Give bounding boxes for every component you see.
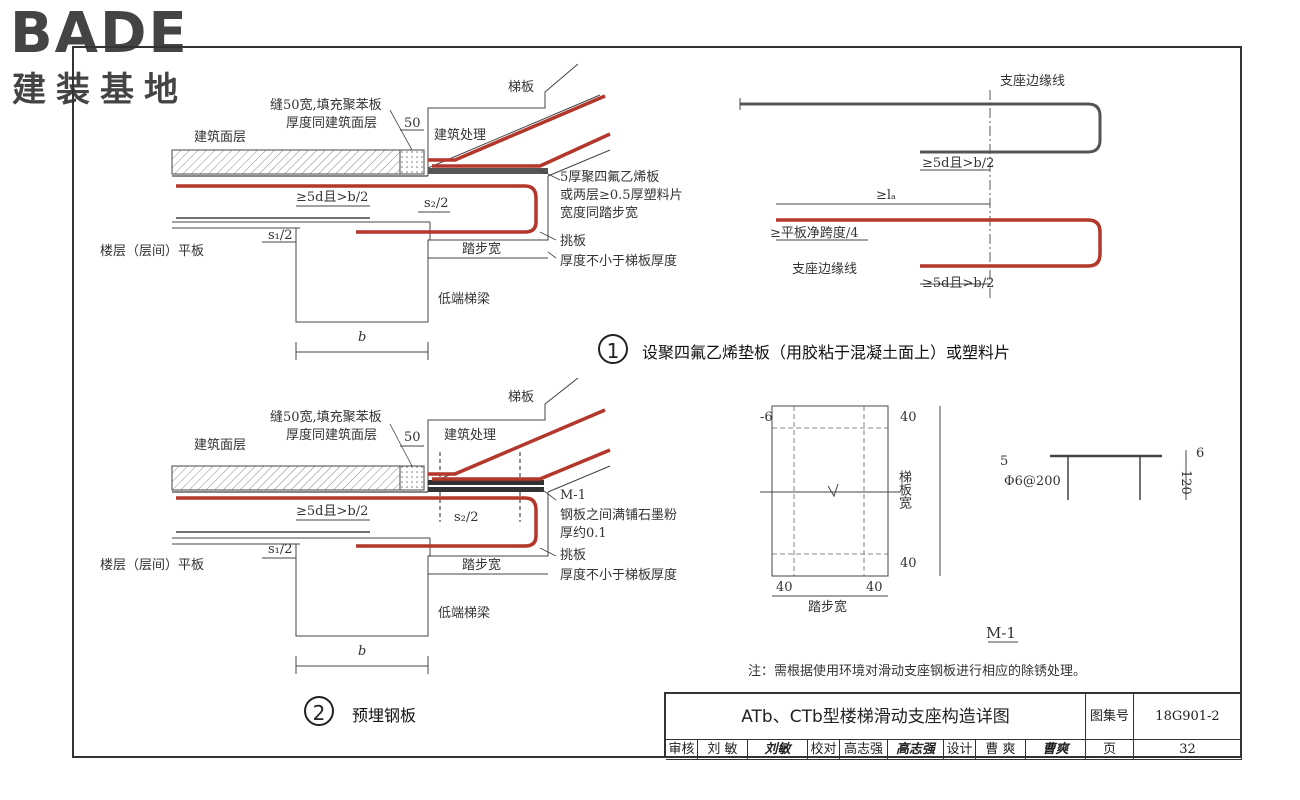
joint-filler-1 [399,149,425,175]
drawing-title: ATb、CTb型楼梯滑动支座构造详图 [666,694,1086,740]
support-edge-top: 支座边缘线 [1000,74,1066,89]
design-label: 设计 [944,740,976,760]
d2-cantilever: 挑板 [560,548,587,563]
d2-joint-line2: 厚度同建筑面层 [286,428,378,443]
d2-floor-slab: 楼层（层间）平板 [100,558,205,573]
d1-s1-dim: s₁/2 [268,228,293,243]
atlas-number: 18G901-2 [1134,694,1242,740]
detail-1-section [171,63,611,360]
d2-cantilever-note: 厚度不小于梯板厚度 [560,568,678,583]
rust-note: 注：需根据使用环境对滑动支座钢板进行相应的除锈处理。 [748,664,1087,679]
joint-filler-2 [399,465,425,491]
m1-dim40-left: 40 [776,580,793,595]
d1-caption: 设聚四氟乙烯垫板（用胶粘于混凝土面上）或塑料片 [642,343,1011,362]
d1-board-label: 梯板 [508,80,535,95]
designer-name: 曹 爽 [976,740,1026,760]
rebar-anchor-detail [739,90,1102,300]
d2-finish-layer: 建筑面层 [194,438,247,453]
support-edge-bottom: 支座边缘线 [792,262,858,277]
page-number: 32 [1134,740,1242,760]
stud-rebar: Φ6@200 [1004,474,1061,489]
stud-detail [1050,450,1187,500]
page-label: 页 [1086,740,1134,760]
d1-joint-line1: 缝50宽,填充聚苯板 [270,98,382,113]
d1-treatment: 建筑处理 [434,128,487,143]
d2-caption: 预埋钢板 [352,706,417,725]
checker-signature: 高志强 [888,740,944,760]
m1-dim40-bottom: 40 [900,556,917,571]
d1-number-circle: 1 [598,334,628,364]
m1-board-width: 梯板宽 [896,470,911,509]
m1-plate-drawing [760,405,1018,643]
rebar-anchor-bottom: ≥5d且>b/2 [922,276,995,291]
d2-step-width: 踏步宽 [462,558,502,573]
m1-title: M-1 [986,624,1016,642]
atlas-label: 图集号 [1086,694,1134,740]
title-block: ATb、CTb型楼梯滑动支座构造详图 图集号 18G901-2 审核 刘 敏 刘… [664,692,1242,760]
logo-subtitle: 建装基地 [12,70,188,110]
m1-step-width: 踏步宽 [808,600,848,615]
detail-2-section [171,377,611,674]
d1-cantilever-note: 厚度不小于梯板厚度 [560,254,678,269]
d1-dim-b: b [358,330,367,345]
d2-m1-label: M-1 [560,488,586,503]
d1-cantilever: 挑板 [560,234,587,249]
d1-finish-layer: 建筑面层 [194,130,247,145]
d1-low-beam: 低端梯梁 [438,292,491,307]
m1-dim40-top: 40 [900,410,917,425]
m1-dim40-right: 40 [866,580,883,595]
rebar-span-quarter: ≥平板净跨度/4 [770,226,859,241]
d1-ptfe-line2: 或两层≥0.5厚塑料片 [560,188,683,203]
stud-dim120: 120 [1178,470,1193,495]
d2-dim-b: b [358,644,367,659]
designer-signature: 曹爽 [1026,740,1086,760]
m1-thickness: -6 [760,410,773,425]
d2-s1-dim: s₁/2 [268,542,293,557]
drawing-frame [72,46,1242,758]
logo-brand-text: BADE [10,1,189,66]
d2-s2-dim: s₂/2 [454,510,479,525]
checker-name: 高志强 [840,740,888,760]
finish-layer-1 [171,149,401,175]
review-label: 审核 [666,740,698,760]
rebar-la: ≥lₐ [876,188,897,203]
d2-anchor-dim: ≥5d且>b/2 [296,504,369,519]
reviewer-signature: 刘敏 [748,740,808,760]
d2-graphite-line1: 钢板之间满铺石墨粉 [560,508,678,523]
reviewer-name: 刘 敏 [698,740,748,760]
d2-graphite-line2: 厚约0.1 [560,526,607,541]
stud-n5: 5 [1000,454,1009,469]
d2-joint-line1: 缝50宽,填充聚苯板 [270,410,382,425]
d1-ptfe-line3: 宽度同踏步宽 [560,206,639,221]
stud-dim6: 6 [1196,446,1205,461]
d2-number-circle: 2 [304,696,334,726]
d1-anchor-dim: ≥5d且>b/2 [296,190,369,205]
d1-step-width: 踏步宽 [462,242,502,257]
d1-ptfe-line1: 5厚聚四氟乙烯板 [560,170,660,185]
d1-s2-dim: s₂/2 [424,196,449,211]
bade-logo: BADE 建装基地 [10,4,250,114]
d1-dim-50: 50 [404,116,421,131]
d2-dim-50: 50 [404,430,421,445]
d1-floor-slab: 楼层（层间）平板 [100,244,205,259]
d1-joint-line2: 厚度同建筑面层 [286,116,378,131]
d2-board-label: 梯板 [508,390,535,405]
d2-treatment: 建筑处理 [444,428,497,443]
d2-low-beam: 低端梯梁 [438,606,491,621]
rebar-anchor-top: ≥5d且>b/2 [922,156,995,171]
check-label: 校对 [808,740,840,760]
finish-layer-2 [171,465,401,491]
